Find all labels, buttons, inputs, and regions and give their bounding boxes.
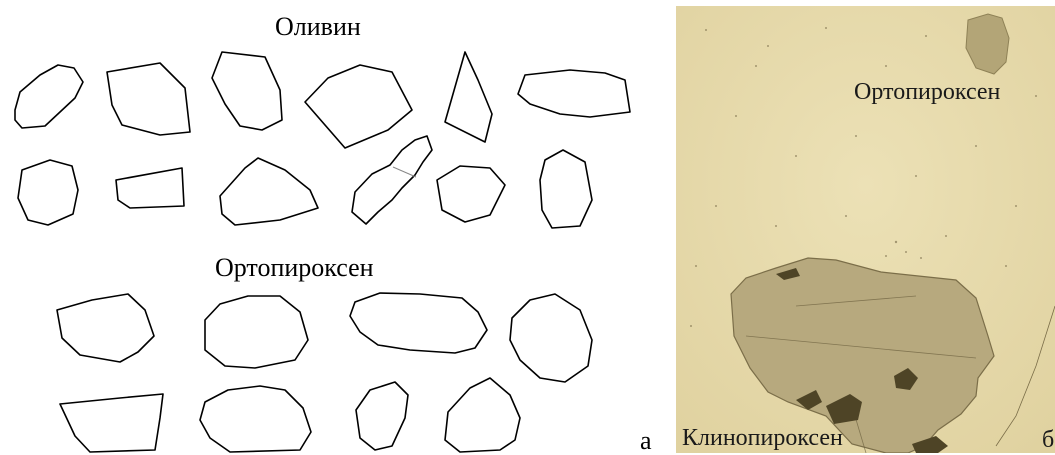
- orthopyroxene-grain: [200, 386, 311, 452]
- micrograph-panel: Ортопироксен Клинопироксен б: [676, 6, 1055, 453]
- olivine-grain: [518, 70, 630, 117]
- orthopyroxene-grain: [510, 294, 592, 382]
- clinopyroxene-label: Клинопироксен: [682, 426, 843, 450]
- olivine-title: Оливин: [275, 14, 361, 40]
- orthopyroxene-grain: [60, 394, 163, 452]
- orthopyroxene-grain: [350, 293, 487, 353]
- olivine-grain: [305, 65, 412, 148]
- panel-a-label: а: [640, 428, 652, 454]
- micrograph-image: [676, 6, 1055, 453]
- olivine-grain: [18, 160, 78, 225]
- orthopyroxene-grain: [356, 382, 408, 450]
- olivine-grain: [15, 65, 83, 128]
- orthopyroxene-grain: [57, 294, 154, 362]
- olivine-grain: [540, 150, 592, 228]
- orthopyroxene-grain: [205, 296, 308, 368]
- olivine-grain: [437, 166, 505, 222]
- olivine-grain: [212, 52, 282, 130]
- olivine-grain: [107, 63, 190, 135]
- grain-outlines-panel: [0, 0, 676, 453]
- olivine-grain: [116, 168, 184, 208]
- olivine-grain: [393, 167, 416, 177]
- orthopyroxene-title: Ортопироксен: [215, 255, 374, 281]
- orthopyroxene-grain: [445, 378, 520, 452]
- olivine-grain: [352, 136, 432, 224]
- panel-b-label: б: [1042, 428, 1054, 452]
- olivine-grain: [220, 158, 318, 225]
- olivine-grain: [445, 52, 492, 142]
- orthopyroxene-label: Ортопироксен: [854, 80, 1000, 104]
